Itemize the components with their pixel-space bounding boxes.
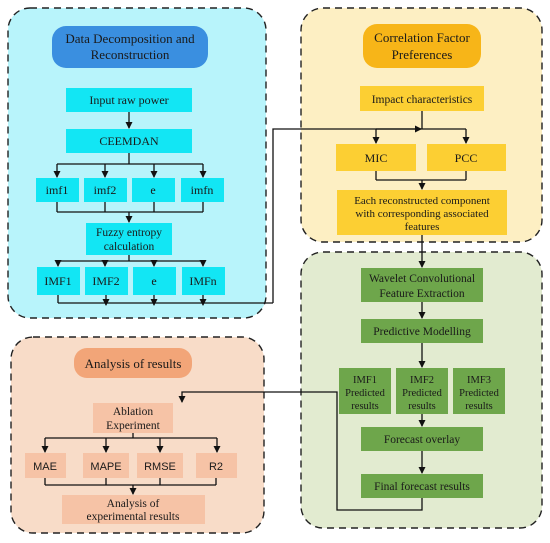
mape-box: MAPE: [83, 453, 129, 478]
svg-text:IMF2: IMF2: [92, 274, 119, 288]
imf-big-down-arrows: [57, 295, 273, 306]
svg-text:Predictive Modelling: Predictive Modelling: [373, 326, 471, 338]
svg-text:imfn: imfn: [191, 183, 214, 197]
svg-text:IMF3: IMF3: [467, 375, 491, 386]
analysis-panel: Analysis of results Ablation Experiment …: [10, 336, 265, 534]
imf-merge-connector: [56, 202, 204, 223]
svg-text:Predicted: Predicted: [459, 388, 499, 399]
svg-text:e: e: [150, 183, 155, 197]
input-raw-power-box: Input raw power: [66, 88, 192, 112]
svg-text:imf1: imf1: [46, 183, 69, 197]
ablation-experiment-box: Ablation Experiment: [93, 403, 173, 433]
imf2-predicted-box: IMF2 Predicted results: [396, 368, 448, 414]
svg-text:IMF1: IMF1: [44, 274, 71, 288]
svg-text:Preferences: Preferences: [392, 47, 453, 62]
analysis-experimental-results-box: Analysis of experimental results: [62, 495, 205, 524]
svg-text:features: features: [405, 221, 440, 233]
svg-text:Wavelet Convolutional: Wavelet Convolutional: [369, 273, 475, 285]
imf1-reconstructed-box: IMF1: [37, 267, 80, 295]
svg-text:MAE: MAE: [33, 461, 57, 473]
fuzzy-split-connector: [54, 255, 207, 267]
svg-text:MAPE: MAPE: [90, 461, 121, 473]
svg-text:MIC: MIC: [365, 151, 388, 165]
svg-text:imf2: imf2: [94, 183, 117, 197]
svg-text:results: results: [465, 401, 492, 412]
svg-text:RMSE: RMSE: [144, 461, 176, 473]
r2-box: R2: [196, 453, 237, 478]
fuzzy-entropy-box: Fuzzy entropy calculation: [86, 223, 172, 255]
mic-box: MIC: [336, 144, 416, 171]
predictive-modelling-box: Predictive Modelling: [361, 319, 483, 343]
imf-ellipsis-box: e: [132, 178, 175, 202]
imf2-box: imf2: [84, 178, 127, 202]
svg-text:Analysis of: Analysis of: [107, 498, 160, 510]
svg-text:CEEMDAN: CEEMDAN: [99, 134, 159, 148]
imf3-predicted-box: IMF3 Predicted results: [453, 368, 505, 414]
rmse-box: RMSE: [137, 453, 183, 478]
decomposition-to-correlation-arrow: [272, 125, 422, 303]
imf-small-row: imf1 imf2 e imfn: [36, 178, 224, 202]
svg-text:Forecast overlay: Forecast overlay: [384, 434, 461, 446]
svg-text:IMFn: IMFn: [189, 274, 216, 288]
mae-box: MAE: [25, 453, 66, 478]
svg-text:results: results: [408, 401, 435, 412]
svg-text:e: e: [151, 274, 156, 288]
imf2-reconstructed-box: IMF2: [85, 267, 128, 295]
svg-text:Final forecast results: Final forecast results: [374, 481, 470, 493]
pcc-box: PCC: [427, 144, 506, 171]
decomposition-title: Data Decomposition and Reconstruction: [52, 26, 208, 68]
svg-text:Input raw power: Input raw power: [89, 93, 168, 107]
imf1-box: imf1: [36, 178, 79, 202]
svg-text:calculation: calculation: [104, 241, 155, 253]
svg-text:Experiment: Experiment: [106, 420, 160, 432]
svg-text:PCC: PCC: [455, 151, 478, 165]
metrics-row: MAE MAPE RMSE R2: [25, 453, 237, 478]
forecast-overlay-box: Forecast overlay: [361, 427, 483, 451]
forecast-to-analysis-arrow: [178, 391, 423, 511]
svg-text:Fuzzy entropy: Fuzzy entropy: [96, 227, 162, 239]
svg-text:Each reconstructed component: Each reconstructed component: [354, 195, 490, 207]
metrics-merge-connector: [44, 478, 217, 495]
svg-text:Predicted: Predicted: [345, 388, 385, 399]
svg-text:Correlation Factor: Correlation Factor: [374, 30, 470, 45]
wavelet-feature-extraction-box: Wavelet Convolutional Feature Extraction: [361, 268, 483, 302]
svg-text:Data Decomposition and: Data Decomposition and: [65, 31, 195, 46]
svg-text:Ablation: Ablation: [113, 406, 153, 418]
imf-reconstructed-ellipsis-box: e: [133, 267, 176, 295]
analysis-title: Analysis of results: [74, 348, 192, 378]
svg-text:Reconstruction: Reconstruction: [91, 47, 170, 62]
svg-text:with corresponding associated: with corresponding associated: [355, 208, 489, 220]
final-forecast-results-box: Final forecast results: [361, 474, 483, 498]
svg-text:Impact characteristics: Impact characteristics: [372, 94, 473, 106]
svg-text:IMF1: IMF1: [353, 375, 377, 386]
svg-text:IMF2: IMF2: [410, 375, 434, 386]
reconstructed-features-box: Each reconstructed component with corres…: [337, 190, 507, 235]
svg-text:results: results: [351, 401, 378, 412]
decomposition-panel: Data Decomposition and Reconstruction In…: [7, 7, 273, 319]
ceemdan-box: CEEMDAN: [66, 129, 192, 153]
imf1-predicted-box: IMF1 Predicted results: [339, 368, 391, 414]
ceemdan-split-connector: [53, 153, 207, 178]
svg-text:Feature Extraction: Feature Extraction: [379, 288, 465, 300]
correlation-panel: Correlation Factor Preferences Impact ch…: [300, 7, 543, 243]
ablation-split-connector: [41, 433, 221, 453]
cross-panel-connectors: [178, 125, 426, 511]
imfn-reconstructed-box: IMFn: [182, 267, 225, 295]
svg-text:experimental results: experimental results: [87, 511, 180, 523]
prediction-panel: Wavelet Convolutional Feature Extraction…: [300, 251, 543, 529]
impact-characteristics-box: Impact characteristics: [360, 86, 484, 111]
imfn-box: imfn: [181, 178, 224, 202]
svg-text:Predicted: Predicted: [402, 388, 442, 399]
mic-pcc-merge-connector: [375, 171, 467, 190]
correlation-title: Correlation Factor Preferences: [363, 24, 481, 68]
svg-text:R2: R2: [209, 461, 223, 473]
svg-text:Analysis of results: Analysis of results: [85, 356, 182, 371]
imf-big-row: IMF1 IMF2 e IMFn: [37, 267, 225, 295]
predicted-results-row: IMF1 Predicted results IMF2 Predicted re…: [339, 368, 505, 414]
